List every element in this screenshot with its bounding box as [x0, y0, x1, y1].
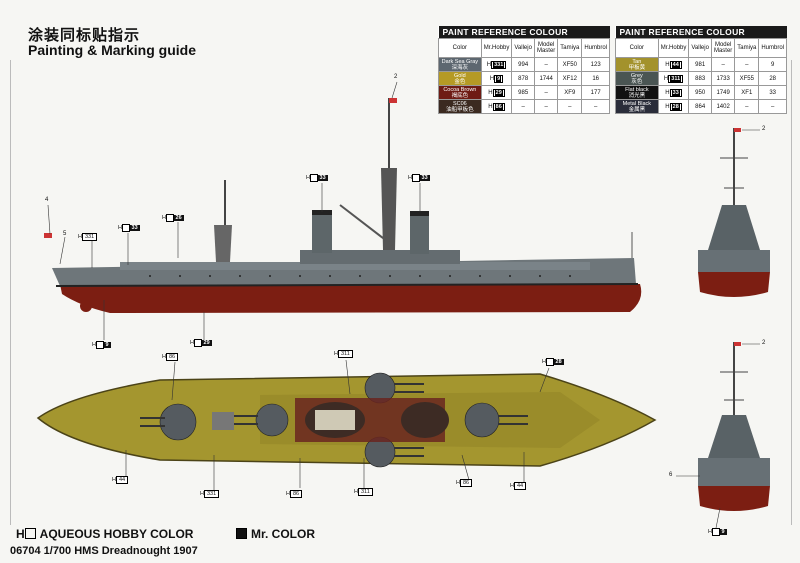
callout-top-28: H 28 [542, 358, 564, 366]
top-view [36, 359, 657, 490]
callout-side-9: H 9 [92, 341, 111, 349]
front-view-lower [676, 342, 770, 529]
side-funnel-fore [312, 213, 332, 253]
callout-side-33a: H 33 [118, 224, 140, 232]
color-name-cn: 甲板黄 [628, 64, 646, 71]
column-header: Color [615, 38, 659, 58]
table-title: PAINT REFERENCE COLOUR [615, 26, 787, 39]
color-name-cn: 金色 [454, 78, 466, 85]
color-name: Metal Black [622, 100, 652, 107]
table-title: PAINT REFERENCE COLOUR [438, 26, 610, 39]
marker-6: 6 [669, 472, 673, 478]
model-master-code: – [533, 99, 559, 114]
color-name: SC06 [452, 100, 467, 107]
legend-aqueous-swatch [24, 528, 36, 539]
color-name: Tan [632, 58, 642, 65]
color-name-cn: 消光黑 [628, 92, 646, 99]
callout-side-26: H 26 [162, 214, 184, 222]
footer-product-line: 06704 1/700 HMS Dreadnought 1907 [10, 545, 198, 557]
color-name-cn: 深海灰 [451, 64, 469, 71]
callout-side-33c: H 33 [408, 174, 430, 182]
legend-mr-color: Mr. COLOR [236, 527, 315, 541]
side-hull-lower [60, 284, 642, 313]
humbrol-code: – [581, 99, 610, 114]
side-funnel-aft [410, 214, 429, 254]
model-master-code: – [533, 57, 559, 72]
color-name: Dark Sea Gray [441, 58, 479, 65]
tamiya-code: – [557, 99, 583, 114]
marker-2-side: 2 [394, 74, 398, 80]
front-view-upper [698, 128, 770, 297]
callout-front-9: H 9 [708, 528, 727, 536]
color-name: Flat black [625, 86, 649, 93]
humbrol-code: – [758, 99, 787, 114]
column-header: Model Master [533, 38, 559, 58]
color-name: Gold [454, 72, 466, 79]
marker-2-front-upper: 2 [762, 126, 766, 132]
side-view [44, 81, 642, 340]
marker-2-front-lower: 2 [762, 340, 766, 346]
turret-a [159, 403, 197, 441]
callout-side-29: H 29 [190, 339, 212, 347]
legend-mr-swatch [236, 528, 247, 539]
title-english: Painting & Marking guide [28, 42, 197, 58]
callout-side-33b: H 33 [306, 174, 328, 182]
turret-e [464, 402, 500, 438]
vallejo-code: 864 [688, 99, 712, 114]
turret-b [255, 403, 289, 437]
color-name-cn: 褐底色 [451, 92, 469, 99]
side-deckhouse [120, 262, 590, 270]
title-chinese: 涂装同标贴指示 [28, 26, 141, 44]
tamiya-code: – [734, 99, 760, 114]
drawing-frame [10, 60, 792, 525]
marker-4: 4 [45, 197, 49, 203]
color-name-cn: 金属黑 [628, 106, 646, 113]
color-name: Grey [630, 72, 643, 79]
color-name-cn: 油船甲板色 [446, 106, 474, 113]
color-name: Cocoa Brown [443, 86, 477, 93]
marker-5: 5 [63, 231, 67, 237]
model-master-code: 1402 [710, 99, 736, 114]
color-name-cn: 灰色 [631, 78, 643, 85]
